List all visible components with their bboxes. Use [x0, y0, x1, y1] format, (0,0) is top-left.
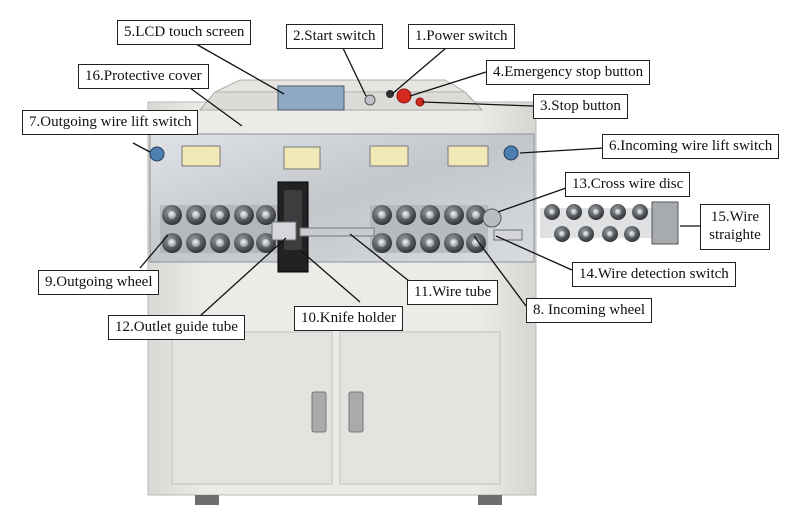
label-wire-straightener: 15.Wire straighte — [700, 204, 770, 250]
cabinet-foot-left — [195, 495, 219, 505]
incoming-lift-switch-shape — [503, 145, 519, 161]
warning-sticker — [369, 145, 409, 167]
label-incoming-wheel: 8. Incoming wheel — [526, 298, 653, 323]
emergency-stop-shape — [396, 88, 412, 104]
wire-detection-switch-shape — [493, 229, 523, 241]
label-wire-tube: 11.Wire tube — [407, 280, 499, 305]
cross-wire-disc-shape — [482, 208, 502, 228]
label-wire-straightener-line1: 15.Wire — [710, 209, 760, 225]
warning-sticker — [283, 146, 321, 170]
label-knife-holder: 10.Knife holder — [294, 306, 403, 331]
cabinet-foot-right — [478, 495, 502, 505]
outlet-guide-tube-shape — [271, 221, 297, 241]
label-protective-cover: 16.Protective cover — [78, 64, 209, 89]
wire-straightener-shape — [540, 201, 679, 245]
label-lcd-touch-screen: 5.LCD touch screen — [117, 20, 252, 45]
label-power-switch: 1.Power switch — [408, 24, 515, 49]
outgoing-lift-switch-shape — [149, 146, 165, 162]
label-wire-straightener-line2: straighte — [709, 227, 761, 243]
wire-tube-shape — [299, 227, 375, 237]
warning-sticker — [181, 145, 221, 167]
label-start-switch: 2.Start switch — [286, 24, 383, 49]
label-cross-wire-disc: 13.Cross wire disc — [565, 172, 691, 197]
outgoing-wheel-group — [160, 205, 278, 253]
incoming-wheel-group — [370, 205, 488, 253]
power-switch-shape — [386, 90, 394, 98]
lcd-screen-shape — [277, 85, 345, 111]
label-stop-button: 3.Stop button — [533, 94, 628, 119]
label-incoming-wire-lift-switch: 6.Incoming wire lift switch — [602, 134, 780, 159]
door-handle-right — [348, 391, 364, 433]
label-outgoing-wheel: 9.Outgoing wheel — [38, 270, 160, 295]
door-handle-left — [311, 391, 327, 433]
cabinet-door-right — [339, 331, 501, 485]
label-wire-detection-switch: 14.Wire detection switch — [572, 262, 736, 287]
warning-sticker — [447, 145, 489, 167]
label-emergency-stop-button: 4.Emergency stop button — [486, 60, 651, 85]
leader-lines — [132, 43, 700, 317]
label-outlet-guide-tube: 12.Outlet guide tube — [108, 315, 245, 340]
cabinet-door-left — [171, 331, 333, 485]
label-outgoing-wire-lift-switch: 7.Outgoing wire lift switch — [22, 110, 199, 135]
start-switch-shape — [364, 94, 376, 106]
